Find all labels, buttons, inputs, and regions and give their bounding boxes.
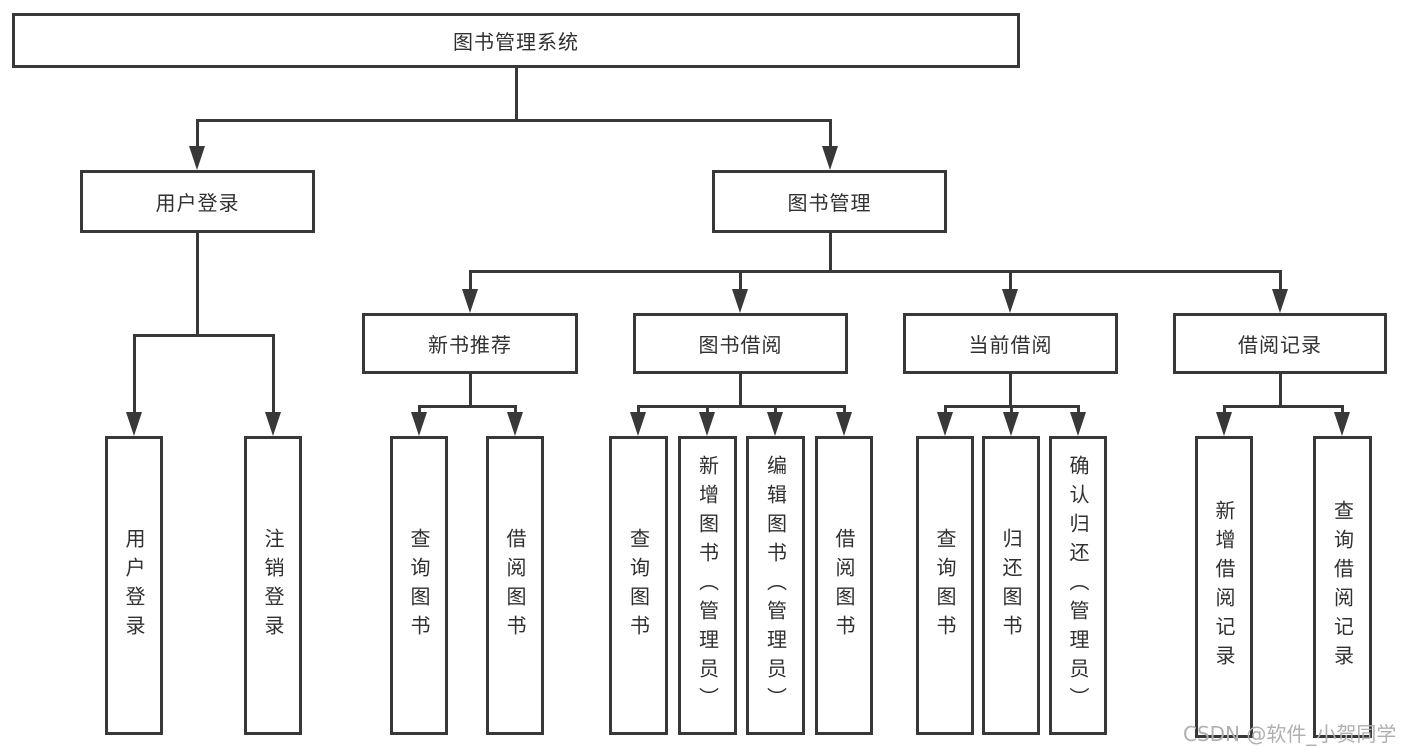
arrow-down-icon [411, 412, 427, 436]
leaf-return-book: 归还图书 [982, 436, 1040, 735]
connector-drop-book-borrow [739, 270, 742, 295]
leaf-user-login: 用户登录 [105, 436, 163, 735]
leaf-query-borrow-record: 查询借阅记录 [1313, 436, 1372, 738]
connector-login-stem [196, 233, 199, 337]
arrow-down-icon [189, 146, 205, 170]
leaf-edit-book-admin: 编辑图书（管理员） [746, 436, 805, 735]
connector-login-bar [133, 334, 275, 337]
node-book-mgmt-system: 图书管理系统 [12, 13, 1020, 68]
connector-drop-leaf-logout [272, 334, 275, 418]
arrow-down-icon [1272, 289, 1288, 313]
node-borrow-records: 借阅记录 [1173, 313, 1387, 374]
connector-drop [418, 405, 421, 417]
connector-current-stem [1009, 374, 1012, 407]
connector-mgmt-bar [469, 270, 1282, 273]
arrow-down-icon [1216, 412, 1232, 436]
arrow-down-icon [630, 412, 646, 436]
arrow-down-icon [1002, 289, 1018, 313]
connector-drop-current-borrow [1009, 270, 1012, 295]
connector-drop [774, 405, 777, 417]
connector-drop [637, 405, 640, 417]
arrow-down-icon [126, 412, 142, 436]
node-book-mgmt: 图书管理 [712, 170, 947, 233]
arrow-down-icon [836, 412, 852, 436]
connector-rec-bar [418, 405, 517, 408]
connector-drop-new-book-rec [469, 270, 472, 295]
connector-records-stem [1279, 374, 1282, 407]
arrow-down-icon [767, 412, 783, 436]
arrow-down-icon [1070, 412, 1086, 436]
arrow-down-icon [937, 412, 953, 436]
watermark: CSDN @软件_小贺同学 [1183, 722, 1397, 746]
leaf-add-book-admin: 新增图书（管理员） [678, 436, 737, 735]
arrow-down-icon [507, 412, 523, 436]
arrow-down-icon [699, 412, 715, 436]
connector-borrow-bar [637, 405, 846, 408]
connector-drop-book-mgmt [829, 119, 832, 152]
leaf-borrow-books: 借阅图书 [815, 436, 873, 735]
leaf-logout: 注销登录 [244, 436, 302, 735]
arrow-down-icon [265, 412, 281, 436]
connector-drop [1223, 405, 1226, 417]
leaf-borrow-books-rec: 借阅图书 [486, 436, 544, 735]
connector-drop [1341, 405, 1344, 417]
node-user-login: 用户登录 [80, 170, 315, 233]
connector-rec-stem [469, 374, 472, 407]
connector-drop [1077, 405, 1080, 417]
connector-borrow-stem [739, 374, 742, 407]
connector-root-bar [196, 119, 832, 122]
connector-drop-user-login [196, 119, 199, 152]
arrow-down-icon [1334, 412, 1350, 436]
arrow-down-icon [732, 289, 748, 313]
leaf-query-books-rec: 查询图书 [390, 436, 448, 735]
connector-drop [514, 405, 517, 417]
connector-drop [706, 405, 709, 417]
connector-drop [944, 405, 947, 417]
leaf-add-borrow-record: 新增借阅记录 [1195, 436, 1253, 738]
leaf-confirm-return-admin: 确认归还（管理员） [1049, 436, 1107, 735]
node-book-borrow: 图书借阅 [633, 313, 848, 374]
connector-drop [843, 405, 846, 417]
arrow-down-icon [1003, 412, 1019, 436]
leaf-query-books-current: 查询图书 [916, 436, 974, 735]
connector-drop-borrow-records [1279, 270, 1282, 295]
node-current-borrow: 当前借阅 [903, 313, 1118, 374]
leaf-query-books-borrow: 查询图书 [609, 436, 668, 735]
node-new-book-rec: 新书推荐 [362, 313, 578, 374]
arrow-down-icon [462, 289, 478, 313]
connector-mgmt-stem [829, 233, 832, 273]
connector-drop-leaf-user-login [133, 334, 136, 418]
connector-records-bar [1223, 405, 1344, 408]
arrow-down-icon [822, 146, 838, 170]
connector-drop [1010, 405, 1013, 417]
connector-root-stem [515, 68, 518, 122]
